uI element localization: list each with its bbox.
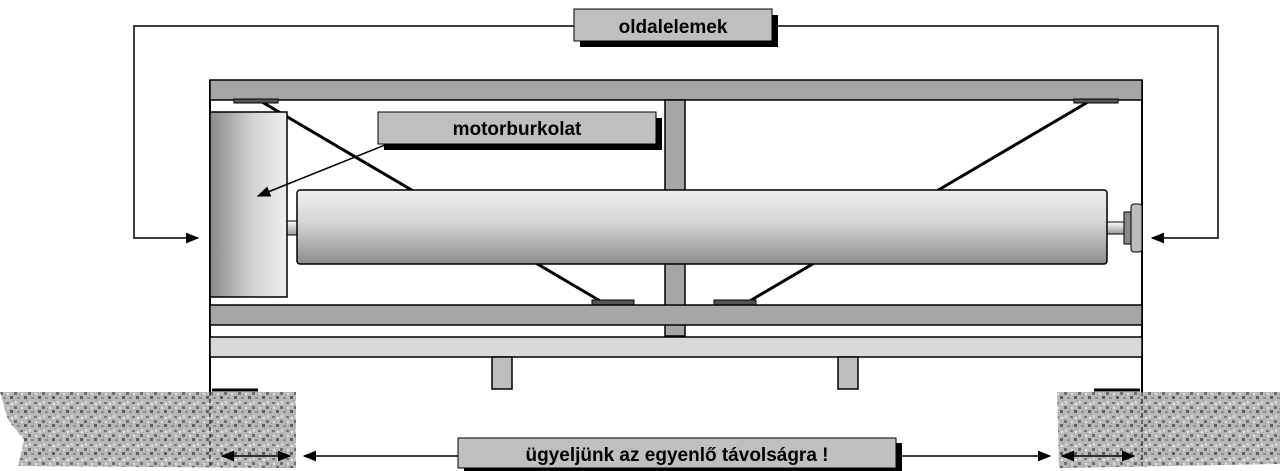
- support-foot: [837, 356, 859, 390]
- ground-left: [0, 392, 296, 468]
- roller-shaft-right: [1105, 221, 1127, 235]
- distance-note-text: ügyeljünk az egyenlő távolságra !: [525, 445, 828, 466]
- brace-plate: [233, 98, 279, 104]
- ground-right: [1057, 392, 1280, 468]
- side-elements-label: oldalelemek: [573, 8, 778, 47]
- top-beam: [209, 79, 1143, 101]
- roller-tube: [296, 189, 1108, 265]
- bottom-beam: [209, 304, 1143, 326]
- distance-note-label: ügyeljünk az egyenlő távolságra !: [457, 437, 902, 471]
- motor-housing: [209, 111, 288, 298]
- side-elements-text: oldalelemek: [619, 17, 728, 38]
- base-rail: [209, 336, 1143, 358]
- side-elements-bracket-right: [776, 25, 1219, 244]
- brace-plate: [1073, 98, 1119, 104]
- support-foot: [491, 356, 513, 390]
- bearing-hub: [1130, 203, 1143, 253]
- motor-cover-pointer: [256, 142, 391, 197]
- side-elements-bracket: [133, 25, 578, 244]
- motor-cover-label: motorburkolat: [377, 111, 662, 150]
- motor-cover-text: motorburkolat: [453, 119, 582, 140]
